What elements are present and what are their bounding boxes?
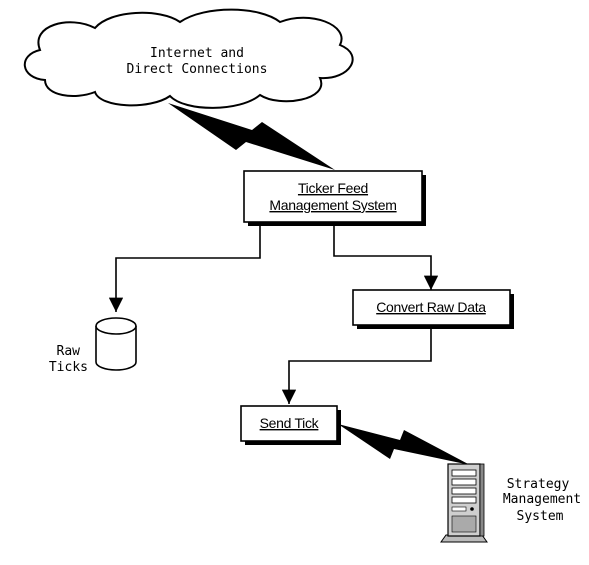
convert-raw-data-label: Convert Raw Data xyxy=(376,299,486,315)
connector-ticker-to-convert xyxy=(333,222,439,290)
cloud-icon xyxy=(23,8,354,109)
strategy-label-line3: System xyxy=(517,509,564,524)
server-icon xyxy=(440,463,488,543)
convert-raw-data-box xyxy=(352,289,514,329)
lightning-link-icon xyxy=(338,424,470,465)
ticker-feed-label-line2: Management System xyxy=(269,197,396,213)
database-icon xyxy=(95,317,137,371)
strategy-label-line2: Management xyxy=(503,492,581,507)
cloud-label-line2: Direct Connections xyxy=(127,62,268,77)
ticker-feed-label-line1: Ticker Feed xyxy=(298,180,368,196)
ticker-feed-box xyxy=(243,170,426,226)
connector-ticker-to-database xyxy=(108,222,261,312)
strategy-label-line1: Strategy xyxy=(507,477,570,492)
send-tick-label: Send Tick xyxy=(260,415,320,431)
send-tick-box xyxy=(240,405,341,445)
raw-ticks-label-line1: Raw xyxy=(57,344,81,359)
raw-ticks-label-line2: Ticks xyxy=(49,360,88,375)
connector-convert-to-send xyxy=(281,325,432,404)
cloud-label-line1: Internet and xyxy=(150,46,244,61)
lightning-link-icon xyxy=(168,103,335,170)
